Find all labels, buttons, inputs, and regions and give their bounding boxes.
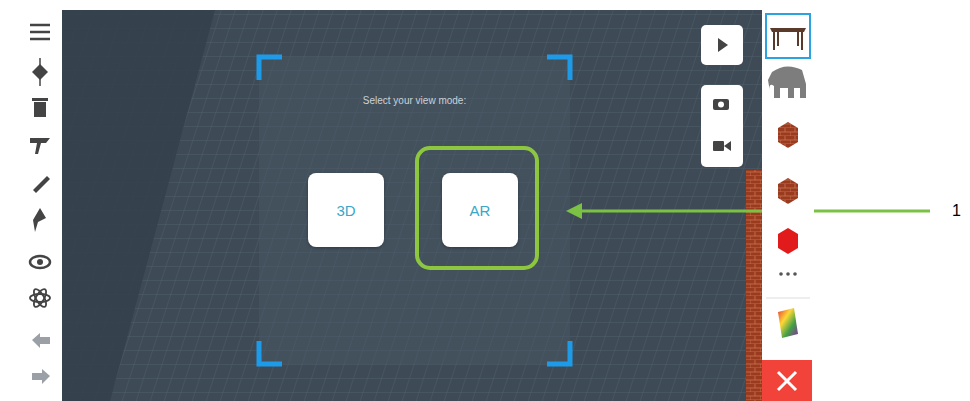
dialog-prompt: Select your view mode: bbox=[363, 95, 466, 106]
dialog-overlay bbox=[259, 57, 570, 364]
button-label: 3D bbox=[336, 202, 355, 219]
button-label: AR bbox=[470, 202, 491, 219]
grid-ground bbox=[62, 10, 762, 401]
callout-number: 1 bbox=[952, 202, 961, 220]
corner-brackets bbox=[259, 57, 570, 364]
item-selected bbox=[766, 14, 810, 58]
play-button bbox=[701, 25, 743, 65]
left-toolbar bbox=[0, 10, 62, 401]
brick-wall bbox=[746, 170, 762, 401]
mode-button: 3D bbox=[308, 173, 384, 247]
play-icon bbox=[718, 38, 728, 52]
toolbar-icons bbox=[30, 25, 50, 384]
capture-icons bbox=[713, 99, 731, 151]
item-thumbnails bbox=[762, 28, 812, 401]
capture-panel bbox=[701, 85, 743, 167]
view-mode-dialog: Select your view mode: 3D AR bbox=[257, 55, 572, 366]
highlight-frame bbox=[417, 148, 537, 268]
callout-arrow bbox=[566, 203, 930, 219]
item-bar bbox=[762, 10, 814, 401]
mode-button: AR bbox=[442, 173, 518, 247]
dark-ground bbox=[62, 10, 215, 401]
